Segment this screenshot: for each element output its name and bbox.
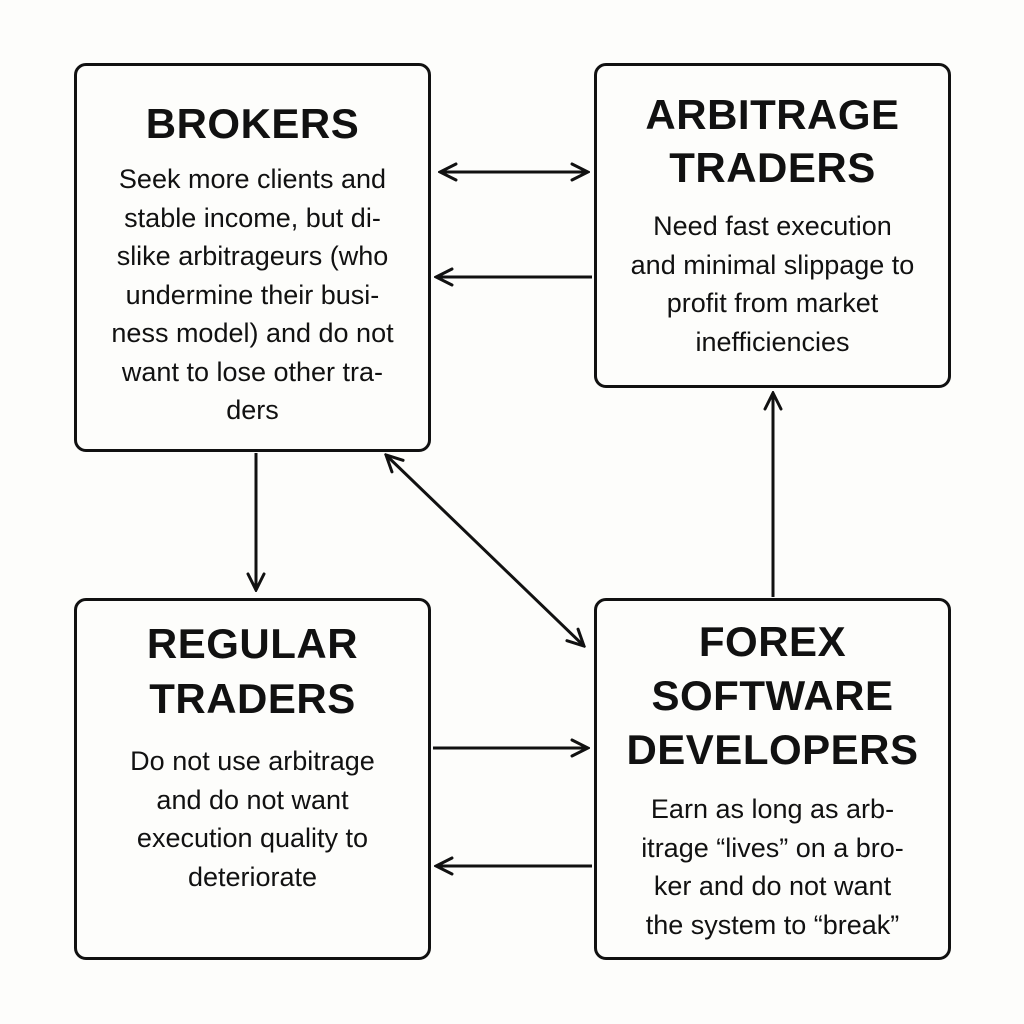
node-description: Do not use arbitrage and do not want exe… [130,746,375,892]
node-title: REGULAR TRADERS [146,620,359,722]
node-title: BROKERS [145,100,360,147]
node-regular-traders: REGULAR TRADERS Do not use arbitrage and… [74,598,431,960]
node-description: Need fast execution and minimal slippage… [630,211,915,357]
node-brokers: BROKERS Seek more clients and stable inc… [74,63,431,452]
node-description: Earn as long as arb- itrage “lives” on a… [641,794,904,940]
node-description: Seek more clients and stable income, but… [111,164,394,425]
node-title: FOREX SOFTWARE DEVELOPERS [626,618,919,773]
node-forex-software-developers: FOREX SOFTWARE DEVELOPERS Earn as long a… [594,598,951,960]
node-title: ARBITRAGE TRADERS [645,91,900,191]
node-arbitrage-traders: ARBITRAGE TRADERS Need fast execution an… [594,63,951,388]
